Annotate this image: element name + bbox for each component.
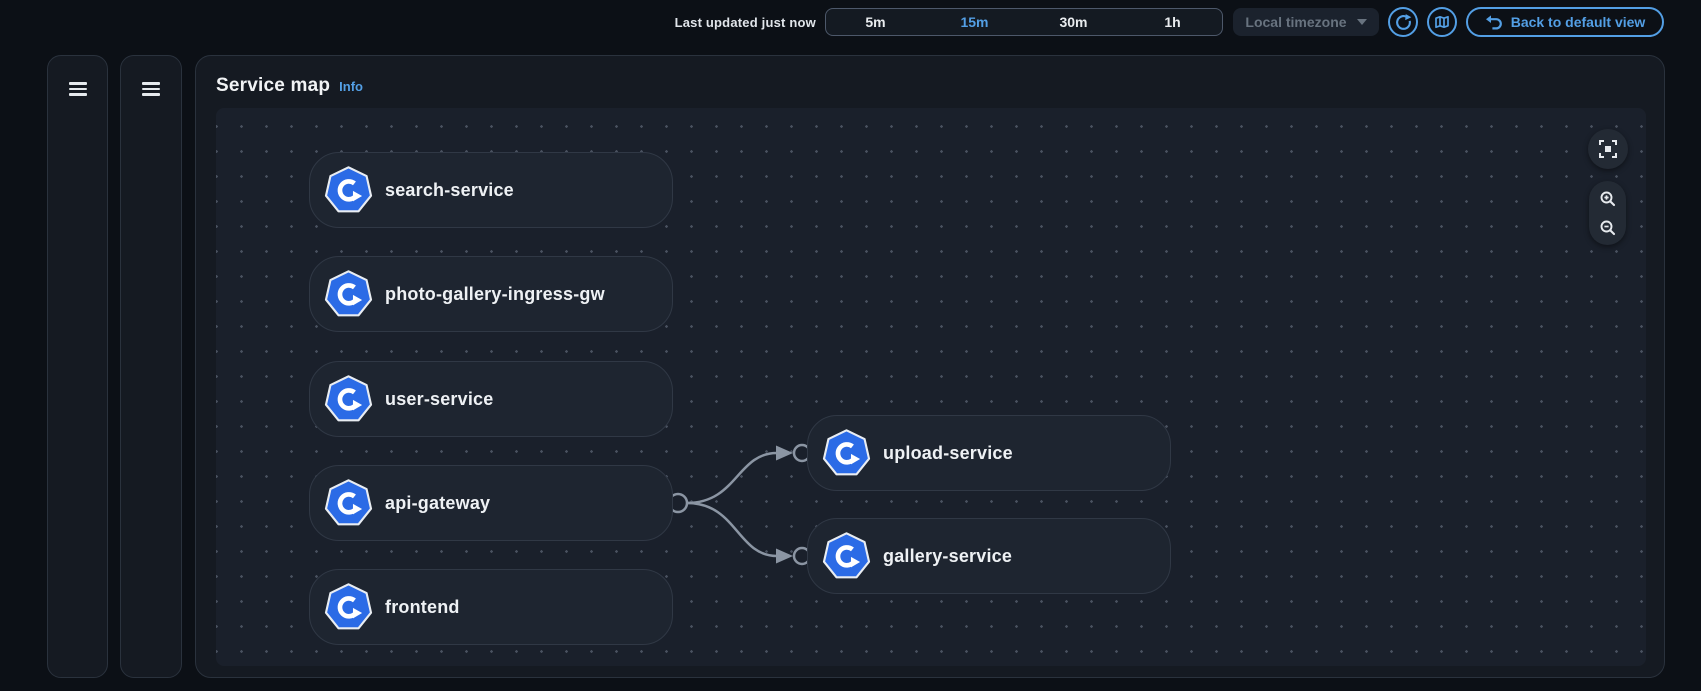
service-node-label: api-gateway	[385, 492, 491, 513]
zoom-controls	[1589, 181, 1626, 245]
service-map-canvas[interactable]: search-service photo-gallery-ingress-gw …	[216, 108, 1646, 666]
service-node-photo-gallery-ingress-gw[interactable]: photo-gallery-ingress-gw	[309, 256, 673, 332]
last-updated-status: Last updated just now	[674, 15, 816, 30]
service-node-search-service[interactable]: search-service	[309, 152, 673, 228]
collapsed-side-panel-1	[47, 55, 108, 678]
service-heptagon-icon	[821, 531, 872, 582]
edge-api-gateway-to-upload-service	[686, 451, 778, 505]
service-node-user-service[interactable]: user-service	[309, 361, 673, 437]
service-heptagon-icon	[323, 374, 374, 425]
zoom-in-button[interactable]	[1594, 185, 1622, 212]
menu-icon[interactable]	[142, 82, 160, 96]
timezone-select-value: Local timezone	[1245, 14, 1347, 30]
map-view-button[interactable]	[1427, 7, 1457, 37]
service-heptagon-icon	[323, 269, 374, 320]
zoom-in-icon	[1600, 191, 1615, 206]
timezone-select[interactable]: Local timezone	[1233, 8, 1379, 36]
zoom-out-icon	[1600, 220, 1615, 235]
panel-header: Service map Info	[216, 75, 363, 97]
refresh-icon	[1395, 13, 1411, 30]
refresh-button[interactable]	[1388, 7, 1418, 37]
service-node-label: user-service	[385, 388, 494, 409]
service-node-gallery-service[interactable]: gallery-service	[807, 518, 1171, 594]
collapsed-side-panel-2	[120, 55, 182, 678]
service-node-label: search-service	[385, 179, 514, 200]
back-to-default-view-button[interactable]: Back to default view	[1466, 7, 1664, 37]
zoom-out-button[interactable]	[1594, 214, 1622, 241]
time-range-15m[interactable]: 15m	[925, 9, 1024, 35]
arrowhead-icon	[776, 548, 793, 564]
service-node-label: upload-service	[883, 442, 1013, 463]
edge-api-gateway-to-gallery-service	[686, 501, 778, 558]
undo-icon	[1485, 15, 1502, 30]
service-node-label: photo-gallery-ingress-gw	[385, 283, 605, 304]
service-heptagon-icon	[821, 428, 872, 479]
service-node-upload-service[interactable]: upload-service	[807, 415, 1171, 491]
service-heptagon-icon	[323, 165, 374, 216]
info-link[interactable]: Info	[339, 79, 363, 94]
menu-icon[interactable]	[68, 82, 87, 96]
service-node-frontend[interactable]: frontend	[309, 569, 673, 645]
page-title: Service map	[216, 75, 331, 96]
service-node-label: gallery-service	[883, 545, 1013, 566]
chevron-down-icon	[1356, 19, 1367, 25]
fit-to-screen-button[interactable]	[1588, 129, 1628, 169]
arrowhead-icon	[776, 445, 793, 461]
service-node-api-gateway[interactable]: api-gateway	[309, 465, 673, 541]
fit-to-screen-icon	[1599, 140, 1617, 158]
service-node-label: frontend	[385, 596, 460, 617]
service-heptagon-icon	[323, 582, 374, 633]
service-map-panel: Service map Info	[195, 55, 1665, 678]
map-icon	[1435, 15, 1449, 29]
service-heptagon-icon	[323, 478, 374, 529]
time-range-5m[interactable]: 5m	[826, 9, 925, 35]
time-range-1h[interactable]: 1h	[1123, 9, 1222, 35]
time-range-30m[interactable]: 30m	[1024, 9, 1123, 35]
back-button-label: Back to default view	[1510, 14, 1646, 30]
